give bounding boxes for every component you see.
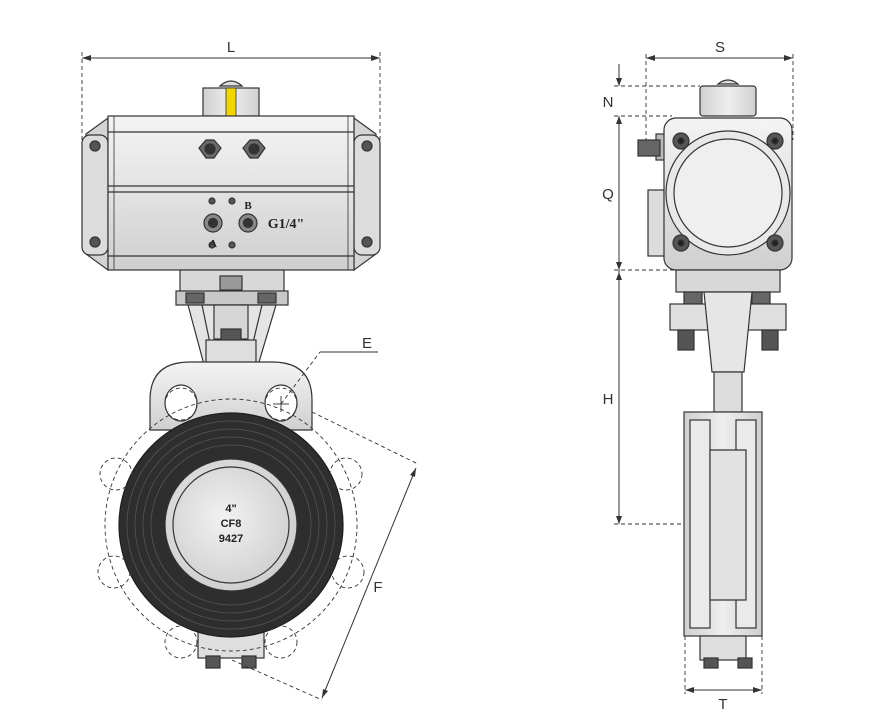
dimension-n-label: N xyxy=(603,94,614,111)
dimension-f: F xyxy=(231,411,419,701)
body-side xyxy=(683,411,763,669)
air-port-a-icon xyxy=(203,213,223,233)
dimension-e-label: E xyxy=(362,335,372,352)
dimension-h-label: H xyxy=(603,391,614,408)
valve-body: 4" CF8 9427 xyxy=(118,361,344,669)
dimension-q-label: Q xyxy=(602,186,614,203)
dimension-l: L xyxy=(81,39,381,140)
vertical-dimensions: N Q H xyxy=(602,64,700,525)
side-view: S N Q H xyxy=(602,39,794,713)
dimension-t: T xyxy=(684,636,763,713)
dimension-f-label: F xyxy=(373,579,382,596)
dimension-e: E xyxy=(280,335,378,405)
front-view: L xyxy=(81,39,419,701)
position-indicator xyxy=(202,80,260,117)
dimension-s: S xyxy=(645,39,794,140)
pneumatic-actuator: A B G1/4" xyxy=(81,115,381,272)
hex-plug-icon xyxy=(198,139,222,159)
air-port-b-icon xyxy=(238,213,258,233)
port-b-label: B xyxy=(244,200,252,212)
hex-plug-icon xyxy=(242,139,266,159)
bracket-side xyxy=(669,269,787,413)
dimension-s-label: S xyxy=(715,39,725,56)
valve-size-label: 4" xyxy=(225,503,236,515)
dimension-t-label: T xyxy=(718,696,727,713)
actuator-side xyxy=(637,79,793,271)
port-size-label: G1/4" xyxy=(268,217,305,232)
dimension-l-label: L xyxy=(227,39,235,56)
valve-material-label: CF8 xyxy=(221,518,242,530)
valve-code-label: 9427 xyxy=(219,533,243,545)
bolt-circle xyxy=(97,387,365,659)
port-a-label: A xyxy=(209,238,217,250)
